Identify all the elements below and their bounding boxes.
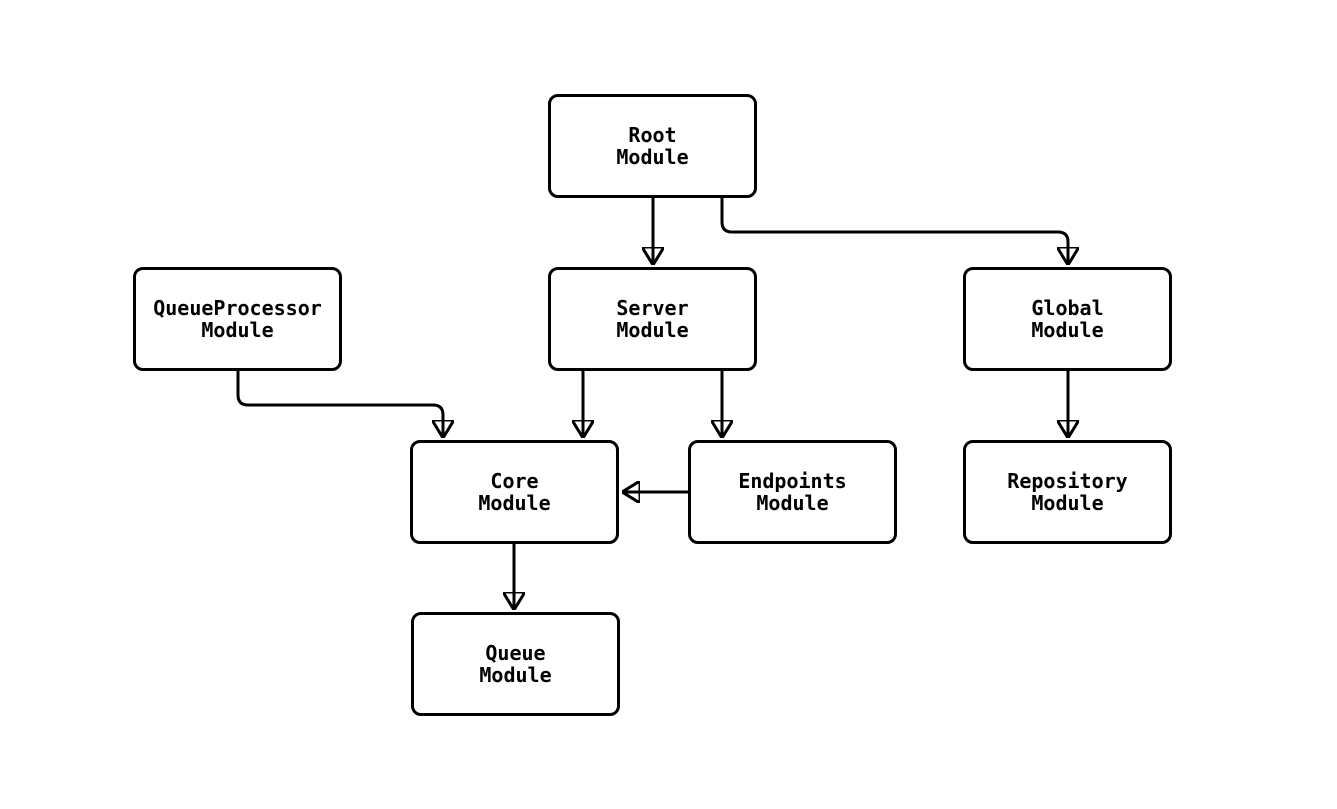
edge-queueprocessor-to-core bbox=[236, 371, 443, 438]
node-global-module: Global Module bbox=[963, 267, 1172, 371]
node-core-module-label: Core Module bbox=[478, 469, 551, 515]
node-global-module-label: Global Module bbox=[1031, 296, 1104, 342]
node-repository-module: Repository Module bbox=[963, 440, 1172, 544]
node-queue-module-label: Queue Module bbox=[479, 641, 552, 687]
node-endpoints-module-label: Endpoints Module bbox=[738, 469, 847, 515]
node-queueprocessor-module: QueueProcessor Module bbox=[133, 267, 342, 371]
node-repository-module-label: Repository Module bbox=[1007, 469, 1128, 515]
node-root-module-label: Root Module bbox=[616, 123, 689, 169]
node-endpoints-module: Endpoints Module bbox=[688, 440, 897, 544]
node-server-module-label: Server Module bbox=[616, 296, 689, 342]
edge-root-to-global bbox=[720, 198, 1068, 265]
node-server-module: Server Module bbox=[548, 267, 757, 371]
node-core-module: Core Module bbox=[410, 440, 619, 544]
node-queueprocessor-module-label: QueueProcessor Module bbox=[153, 296, 322, 342]
node-queue-module: Queue Module bbox=[411, 612, 620, 716]
node-root-module: Root Module bbox=[548, 94, 757, 198]
